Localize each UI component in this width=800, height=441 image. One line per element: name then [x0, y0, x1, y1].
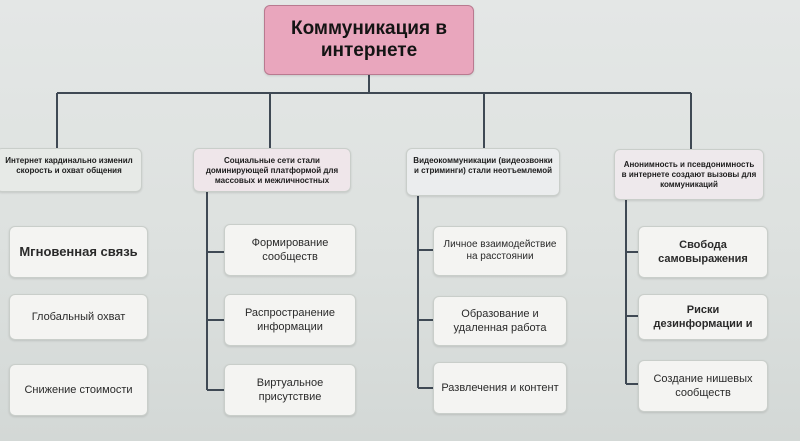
- branch-3-label: Видеокоммуникации (видеозвонки и стримин…: [413, 156, 553, 175]
- branch-4-item-2: Риски дезинформации и: [638, 294, 768, 340]
- branch-2-item-2: Распространение информации: [224, 294, 356, 346]
- branch-2-item-1: Формирование сообществ: [224, 224, 356, 276]
- branch-3-item-2: Образование и удаленная работа: [433, 296, 567, 346]
- branch-3-item-3: Развлечения и контент: [433, 362, 567, 414]
- branch-1-item-2: Глобальный охват: [9, 294, 148, 340]
- item-label: Глобальный охват: [31, 311, 126, 323]
- branch-1-item-3: Снижение стоимости: [9, 364, 148, 416]
- branch-3-header: Видеокоммуникации (видеозвонки и стримин…: [406, 148, 560, 196]
- item-label: Свобода самовыражения: [658, 239, 748, 265]
- branch-4-item-3: Создание нишевых сообществ: [638, 360, 768, 412]
- item-label: Виртуальное присутствие: [256, 377, 324, 403]
- branch-1-label: Интернет кардинально изменил скорость и …: [5, 156, 133, 175]
- root-node: Коммуникация в интернете: [264, 5, 474, 75]
- item-label: Формирование сообществ: [251, 237, 329, 263]
- item-label: Образование и удаленная работа: [453, 308, 547, 334]
- item-label: Мгновенная связь: [19, 244, 138, 259]
- branch-4-label: Анонимность и псевдонимность в интернете…: [621, 159, 757, 189]
- item-label: Риски дезинформации и: [653, 304, 753, 330]
- item-label: Развлечения и контент: [441, 382, 559, 394]
- item-label: Снижение стоимости: [24, 384, 133, 396]
- branch-2-item-3: Виртуальное присутствие: [224, 364, 356, 416]
- branch-3-item-1: Личное взаимодействие на расстоянии: [433, 226, 567, 276]
- item-label: Личное взаимодействие на расстоянии: [443, 239, 557, 262]
- branch-1-item-1: Мгновенная связь: [9, 226, 148, 278]
- branch-4-item-1: Свобода самовыражения: [638, 226, 768, 278]
- root-title: Коммуникация в интернете: [290, 18, 448, 61]
- item-label: Распространение информации: [244, 307, 336, 333]
- branch-2-header: Социальные сети стали доминирующей платф…: [193, 148, 351, 192]
- item-label: Создание нишевых сообществ: [653, 373, 753, 399]
- branch-1-header: Интернет кардинально изменил скорость и …: [0, 148, 142, 192]
- branch-4-header: Анонимность и псевдонимность в интернете…: [614, 149, 764, 200]
- branch-2-label: Социальные сети стали доминирующей платф…: [205, 156, 339, 185]
